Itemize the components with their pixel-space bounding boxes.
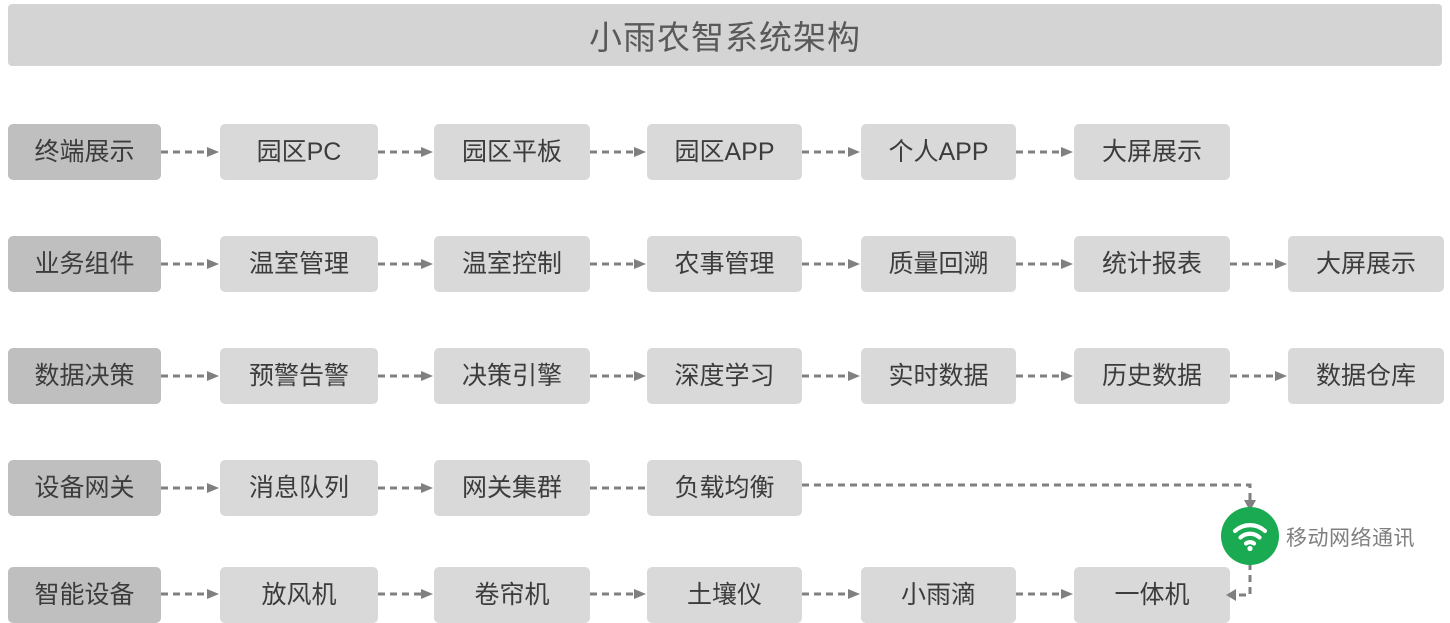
arrow-row5-2-to-3 xyxy=(802,588,861,600)
layer-label-smart-devices[interactable]: 智能设备 xyxy=(8,567,161,623)
node-row1-2[interactable]: 园区APP xyxy=(647,124,802,180)
node-row3-3[interactable]: 实时数据 xyxy=(861,348,1016,404)
arrow-row3-2-to-3 xyxy=(802,370,861,382)
node-row5-0[interactable]: 放风机 xyxy=(220,567,378,623)
node-row5-1[interactable]: 卷帘机 xyxy=(434,567,590,623)
node-row4-0[interactable]: 消息队列 xyxy=(220,460,378,516)
arrow-row5-3-to-4 xyxy=(1016,588,1074,600)
node-row3-4[interactable]: 历史数据 xyxy=(1074,348,1230,404)
node-row2-3[interactable]: 质量回溯 xyxy=(861,236,1016,292)
node-row3-1[interactable]: 决策引擎 xyxy=(434,348,590,404)
layer-label-business-components[interactable]: 业务组件 xyxy=(8,236,161,292)
node-row4-1[interactable]: 网关集群 xyxy=(434,460,590,516)
node-row1-1[interactable]: 园区平板 xyxy=(434,124,590,180)
node-row1-0[interactable]: 园区PC xyxy=(220,124,378,180)
node-row1-3[interactable]: 个人APP xyxy=(861,124,1016,180)
node-row5-2[interactable]: 土壤仪 xyxy=(647,567,802,623)
node-row3-0[interactable]: 预警告警 xyxy=(220,348,378,404)
connector-loadbalancer-to-wifi xyxy=(802,478,1262,512)
arrow-row3-1-to-2 xyxy=(590,370,647,382)
node-row2-1[interactable]: 温室控制 xyxy=(434,236,590,292)
arrow-row4-label-to-0 xyxy=(161,482,220,494)
node-row5-4[interactable]: 一体机 xyxy=(1074,567,1230,623)
arrow-row2-2-to-3 xyxy=(802,258,861,270)
arrow-row4-0-to-1 xyxy=(378,482,434,494)
arrow-row2-0-to-1 xyxy=(378,258,434,270)
node-row3-2[interactable]: 深度学习 xyxy=(647,348,802,404)
arrow-row2-3-to-4 xyxy=(1016,258,1074,270)
arrow-row5-1-to-2 xyxy=(590,588,647,600)
arrow-row1-0-to-1 xyxy=(378,146,434,158)
arrow-row3-label-to-0 xyxy=(161,370,220,382)
wifi-label: 移动网络通讯 xyxy=(1286,526,1415,550)
arrow-row5-0-to-1 xyxy=(378,588,434,600)
page-title: 小雨农智系统架构 xyxy=(589,19,861,56)
node-row2-2[interactable]: 农事管理 xyxy=(647,236,802,292)
arrow-row4-1-to-2 xyxy=(590,482,647,494)
node-row2-4[interactable]: 统计报表 xyxy=(1074,236,1230,292)
node-row1-4[interactable]: 大屏展示 xyxy=(1074,124,1230,180)
arrow-row3-4-to-5 xyxy=(1230,370,1288,382)
arrow-row1-1-to-2 xyxy=(590,146,647,158)
node-row2-0[interactable]: 温室管理 xyxy=(220,236,378,292)
node-row5-3[interactable]: 小雨滴 xyxy=(861,567,1016,623)
arrow-row2-4-to-5 xyxy=(1230,258,1288,270)
arrow-row1-2-to-3 xyxy=(802,146,861,158)
node-row4-2[interactable]: 负载均衡 xyxy=(647,460,802,516)
wifi-icon xyxy=(1221,507,1279,565)
layer-label-device-gateway[interactable]: 设备网关 xyxy=(8,460,161,516)
arrow-row3-3-to-4 xyxy=(1016,370,1074,382)
connector-wifi-to-allinone xyxy=(1226,563,1266,603)
layer-label-data-decision[interactable]: 数据决策 xyxy=(8,348,161,404)
diagram-title-bar: 小雨农智系统架构 xyxy=(8,4,1442,66)
arrow-row5-label-to-0 xyxy=(161,588,220,600)
node-row3-5[interactable]: 数据仓库 xyxy=(1288,348,1444,404)
arrow-row2-label-to-0 xyxy=(161,258,220,270)
arrow-row1-label-to-0 xyxy=(161,146,220,158)
node-row2-5[interactable]: 大屏展示 xyxy=(1288,236,1444,292)
arrow-row2-1-to-2 xyxy=(590,258,647,270)
arrow-row1-3-to-4 xyxy=(1016,146,1074,158)
arrow-row3-0-to-1 xyxy=(378,370,434,382)
layer-label-terminal-display[interactable]: 终端展示 xyxy=(8,124,161,180)
